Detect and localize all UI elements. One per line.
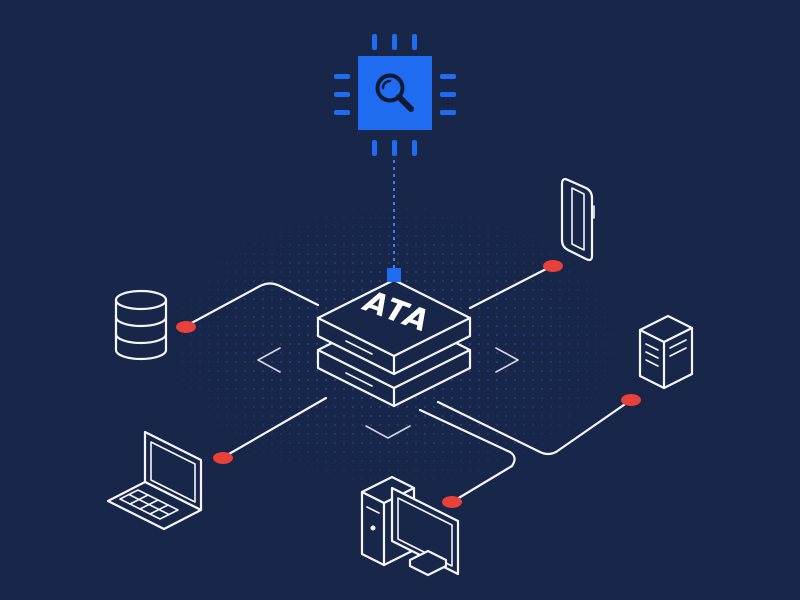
- desktop-computer-icon: [360, 475, 460, 577]
- hub-port: [387, 268, 401, 282]
- connector-dot-laptop: [213, 452, 233, 464]
- ata-hub: ATA: [316, 268, 472, 408]
- chevron-right-icon: [495, 347, 519, 373]
- database-icon: [114, 289, 168, 361]
- chevron-down-icon: [365, 425, 411, 439]
- link-desktop: [418, 408, 516, 504]
- smartphone-icon: [560, 178, 595, 262]
- connection-lines: [184, 160, 633, 504]
- connector-dots: [176, 260, 641, 508]
- link-database: [184, 282, 320, 328]
- connector-dot-desktop: [442, 496, 462, 508]
- link-phone: [468, 264, 554, 310]
- link-server: [436, 398, 633, 456]
- magnifier-icon: [375, 73, 414, 112]
- laptop-icon: [106, 430, 203, 531]
- link-laptop: [220, 396, 328, 460]
- chip-search-icon: [334, 34, 456, 156]
- chevron-left-icon: [257, 347, 281, 373]
- server-tower-icon: [638, 314, 694, 390]
- connector-dot-phone: [543, 260, 563, 272]
- connector-dot-database: [176, 321, 196, 333]
- connector-dot-server: [621, 394, 641, 406]
